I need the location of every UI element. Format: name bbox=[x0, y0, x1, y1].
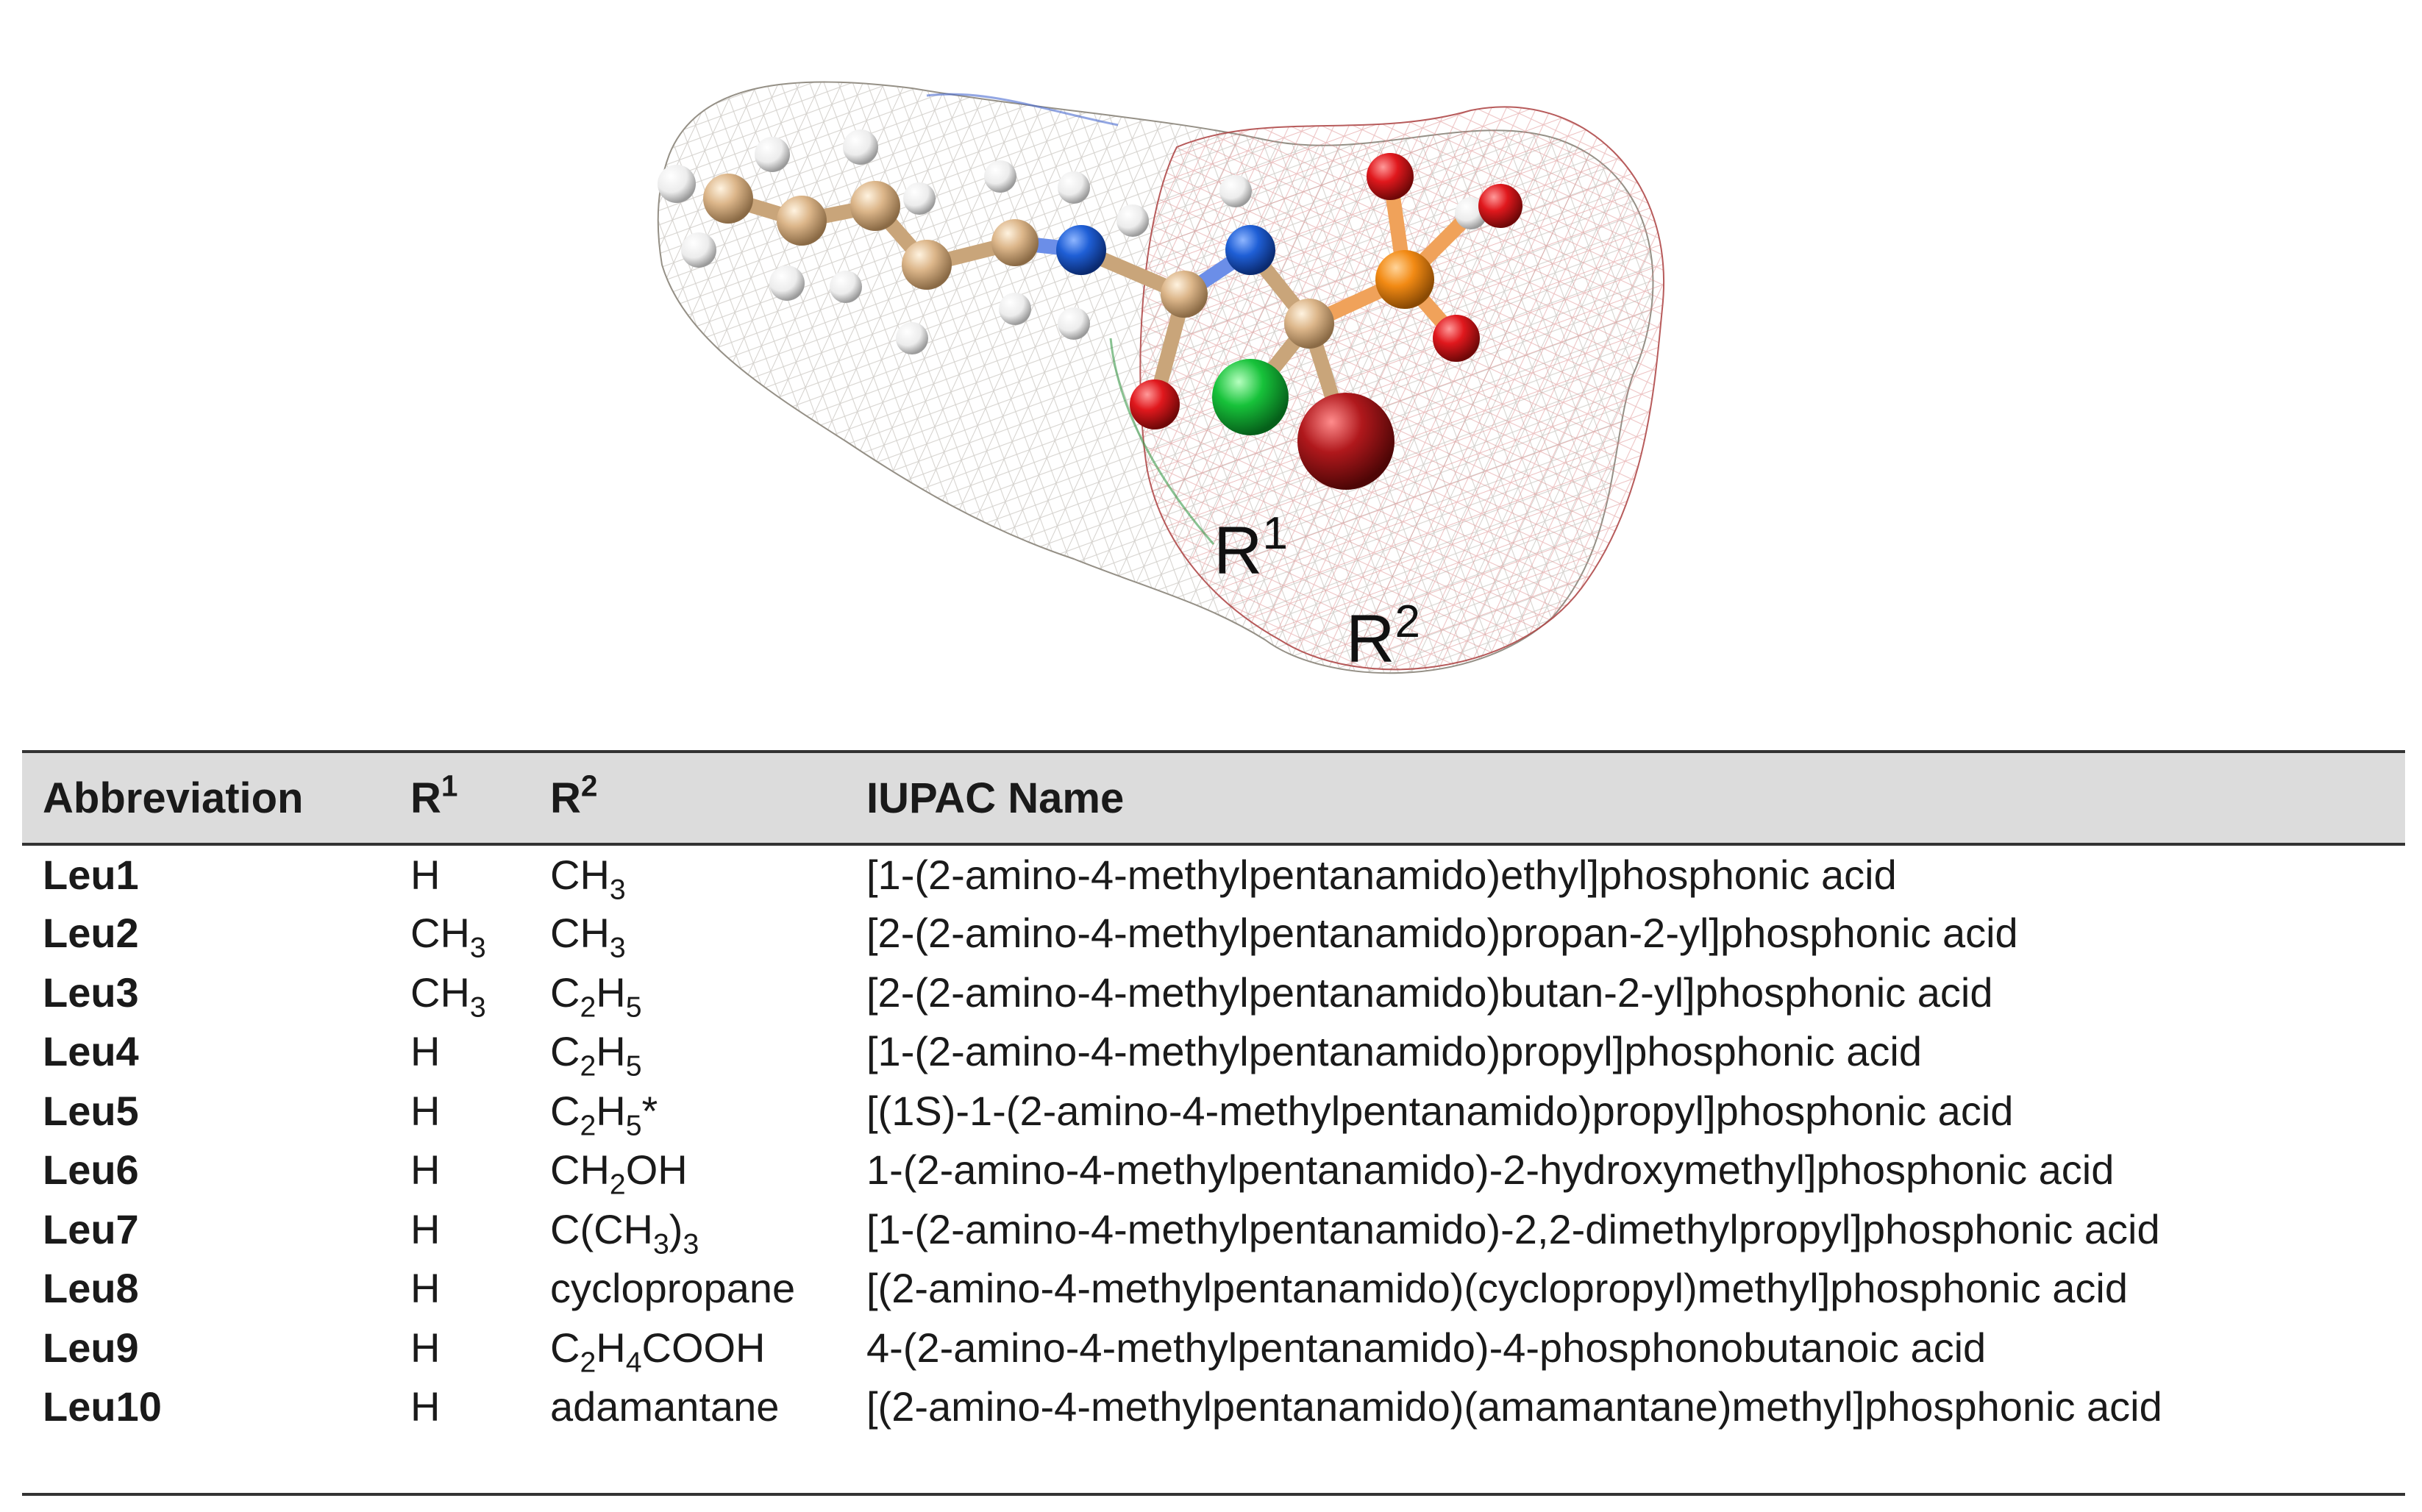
table-header-row: Abbreviation R1 R2 IUPAC Name bbox=[22, 753, 2405, 844]
cell-r2: C2H5 bbox=[550, 969, 642, 1024]
cell-r1: H bbox=[410, 1087, 441, 1134]
cell-r1: H bbox=[410, 1324, 441, 1371]
cell-r2: C2H4COOH bbox=[550, 1324, 766, 1379]
cell-r2: CH3 bbox=[550, 851, 626, 906]
cell-abbreviation: Leu9 bbox=[43, 1324, 139, 1371]
r1-label: R1 bbox=[1214, 508, 1288, 588]
table-row: Leu7 H C(CH3)3 [1-(2-amino-4-methylpentanam… bbox=[22, 1199, 2405, 1259]
cell-abbreviation: Leu6 bbox=[43, 1147, 139, 1194]
table-row: Leu4 H C2H5 [1-(2-amino-4-methylpentanamido… bbox=[22, 1022, 2405, 1083]
cell-r1: H bbox=[410, 851, 441, 898]
cell-iupac-name: [2-(2-amino-4-methylpentanamido)propan-2… bbox=[866, 910, 2018, 957]
cell-iupac-name: [2-(2-amino-4-methylpentanamido)butan-2-… bbox=[866, 969, 1993, 1016]
cell-abbreviation: Leu5 bbox=[43, 1087, 139, 1134]
cell-abbreviation: Leu4 bbox=[43, 1028, 139, 1075]
table-row: Leu1 H CH3 [1-(2-amino-4-methylpentanamido)… bbox=[22, 844, 2405, 906]
table-row: Leu2 CH3 CH3 [2-(2-amino-4-methylpentanamid… bbox=[22, 904, 2405, 963]
header-iupac-name: IUPAC Name bbox=[866, 774, 1125, 822]
header-abbreviation: Abbreviation bbox=[43, 774, 304, 822]
cell-abbreviation: Leu8 bbox=[43, 1265, 139, 1312]
cell-r1: H bbox=[410, 1028, 441, 1075]
cell-r1: CH3 bbox=[410, 910, 486, 964]
cell-iupac-name: [(2-amino-4-methylpentanamido)(amamantan… bbox=[866, 1383, 2162, 1430]
table-row: Leu3 CH3 C2H5 [2-(2-amino-4-methylpentanami… bbox=[22, 963, 2405, 1022]
cell-r1: H bbox=[410, 1205, 441, 1252]
cell-r2: C2H5* bbox=[550, 1087, 658, 1142]
cell-r2: C(CH3)3 bbox=[550, 1205, 699, 1260]
cell-r1: H bbox=[410, 1383, 441, 1430]
cell-iupac-name: [1-(2-amino-4-methylpentanamido)propyl]p… bbox=[866, 1028, 1922, 1075]
table-row: Leu9 H C2H4COOH 4-(2-amino-4-methylpentanam… bbox=[22, 1318, 2405, 1377]
cell-abbreviation: Leu3 bbox=[43, 969, 139, 1016]
nitrogen-atoms bbox=[1056, 225, 1275, 275]
hydrogen-atoms bbox=[658, 129, 1487, 354]
cell-iupac-name: [1-(2-amino-4-methylpentanamido)ethyl]ph… bbox=[866, 851, 1897, 898]
cell-r2: adamantane bbox=[550, 1383, 780, 1430]
header-r2: R2 bbox=[550, 769, 598, 822]
molecule-figure: R1 R2 bbox=[603, 29, 1721, 706]
cell-r1: H bbox=[410, 1265, 441, 1312]
cell-r2: C2H5 bbox=[550, 1028, 642, 1083]
cell-iupac-name: [(1S)-1-(2-amino-4-methylpentanamido)pro… bbox=[866, 1087, 2014, 1134]
cell-iupac-name: [(2-amino-4-methylpentanamido)(cycloprop… bbox=[866, 1265, 2128, 1312]
cell-r2: cyclopropane bbox=[550, 1265, 796, 1312]
cell-iupac-name: 4-(2-amino-4-methylpentanamido)-4-phosph… bbox=[866, 1324, 1987, 1371]
cell-abbreviation: Leu1 bbox=[43, 851, 139, 898]
header-r1: R1 bbox=[410, 769, 458, 822]
cell-r1: CH3 bbox=[410, 969, 486, 1024]
cell-iupac-name: [1-(2-amino-4-methylpentanamido)-2,2-dim… bbox=[866, 1205, 2160, 1252]
cell-r2: CH3 bbox=[550, 910, 626, 964]
cell-abbreviation: Leu10 bbox=[43, 1383, 162, 1430]
phosphorus-atom bbox=[1375, 250, 1434, 309]
table-top-rule bbox=[22, 750, 2405, 753]
cell-r1: H bbox=[410, 1147, 441, 1194]
cell-iupac-name: 1-(2-amino-4-methylpentanamido)-2-hydrox… bbox=[866, 1147, 2115, 1194]
cell-abbreviation: Leu2 bbox=[43, 910, 139, 957]
table-row: Leu6 H CH2OH 1-(2-amino-4-methylpentanamido… bbox=[22, 1141, 2405, 1201]
table-bottom-rule bbox=[22, 1493, 2405, 1496]
cell-r2: CH2OH bbox=[550, 1147, 688, 1201]
cell-abbreviation: Leu7 bbox=[43, 1205, 139, 1252]
r2-red-sphere bbox=[1297, 393, 1395, 490]
carbon-atoms bbox=[703, 174, 1334, 349]
r1-green-sphere bbox=[1212, 359, 1289, 435]
molecule-svg: R1 R2 bbox=[657, 81, 1664, 677]
table-row: Leu5 H C2H5* [(1S)-1-(2-amino-4-methylpenta… bbox=[22, 1081, 2405, 1141]
r2-label: R2 bbox=[1346, 596, 1420, 677]
oxygen-atoms bbox=[1130, 153, 1522, 429]
